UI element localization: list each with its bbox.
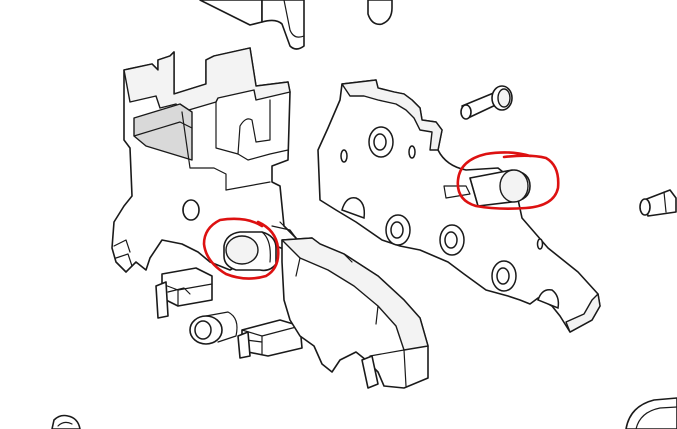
right-plate-part — [317, 79, 601, 333]
left-bracket-cylinder-boss — [223, 231, 277, 272]
right-plate-cylinder-boss — [469, 169, 531, 207]
left-clip-parts — [155, 267, 213, 319]
left-bracket-part — [111, 47, 297, 273]
plate-hole-1 — [368, 126, 394, 158]
screw-right — [639, 189, 677, 217]
middle-arm-part — [281, 237, 429, 389]
top-partial-part — [199, 0, 393, 50]
screw-top — [460, 85, 513, 120]
lower-clip-part — [237, 319, 303, 359]
partial-part-bottom-left — [51, 414, 81, 429]
plate-hole-4 — [491, 260, 517, 292]
plate-hole-3 — [439, 224, 465, 256]
round-spacer-part — [189, 311, 238, 345]
annotation-circle-right — [456, 151, 560, 210]
partial-part-bottom-right — [625, 397, 677, 429]
plate-hole-2 — [385, 214, 411, 246]
annotation-circle-left — [202, 217, 280, 280]
